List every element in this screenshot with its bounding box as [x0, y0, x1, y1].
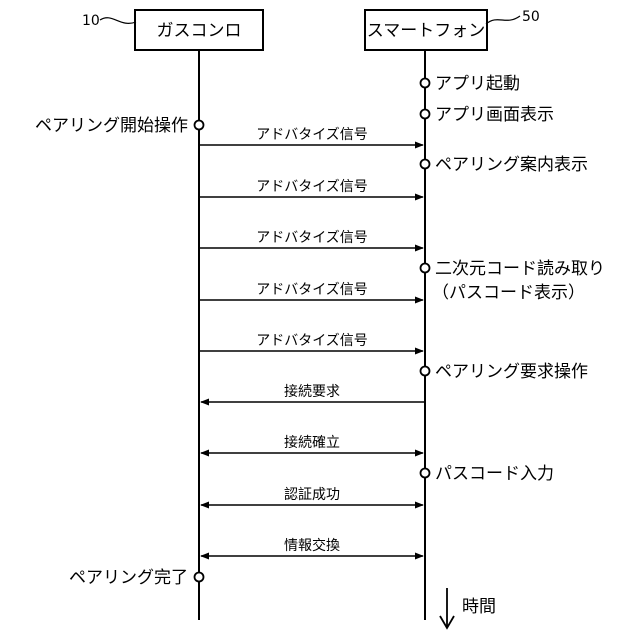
event-qr-read: 二次元コード読み取り	[435, 259, 605, 279]
gas-stove-label: ガスコンロ	[157, 21, 242, 41]
ref-number-50: 50	[522, 9, 540, 25]
event-passcode-input: パスコード入力	[435, 464, 554, 484]
event-app-launch: アプリ起動	[435, 74, 520, 94]
message-advertise-label: アドバタイズ信号	[256, 282, 368, 298]
message-info-exchange-label: 情報交換	[284, 537, 340, 554]
smartphone-label: スマートフォン	[367, 21, 486, 41]
event-dot-app-launch	[421, 79, 430, 88]
message-advertise-label: アドバタイズ信号	[256, 179, 368, 195]
message-advertise-label: アドバタイズ信号	[256, 230, 368, 246]
event-dot-pairing-done	[195, 573, 204, 582]
ref-leader-10	[100, 18, 136, 24]
event-dot-app-screen	[421, 110, 430, 119]
event-dot-pairing-guide	[421, 160, 430, 169]
ref-number-10: 10	[82, 13, 100, 29]
ref-leader-50	[486, 16, 520, 24]
time-label: 時間	[462, 597, 496, 617]
event-dot-passcode-input	[421, 469, 430, 478]
event-app-screen: アプリ画面表示	[435, 105, 554, 125]
gas-stove-header: ガスコンロ	[135, 10, 263, 50]
message-advertise-label: アドバタイズ信号	[256, 127, 368, 143]
event-pairing-guide: ペアリング案内表示	[435, 155, 588, 175]
event-pairing-start: ペアリング開始操作	[35, 116, 188, 136]
message-auth-success-label: 認証成功	[284, 487, 340, 503]
event-pairing-request: ペアリング要求操作	[435, 362, 588, 382]
event-dot-pairing-request	[421, 367, 430, 376]
event-qr-read-passcode: （パスコード表示）	[432, 283, 585, 303]
message-connect-request-label: 接続要求	[284, 383, 340, 400]
time-arrow-icon	[440, 588, 454, 628]
event-pairing-done: ペアリング完了	[69, 568, 188, 588]
smartphone-header: スマートフォン	[365, 10, 487, 50]
message-connect-established-label: 接続確立	[284, 434, 340, 451]
message-advertise-label: アドバタイズ信号	[256, 333, 368, 349]
event-dot-pairing-start	[195, 121, 204, 130]
event-dot-qr-read	[421, 264, 430, 273]
